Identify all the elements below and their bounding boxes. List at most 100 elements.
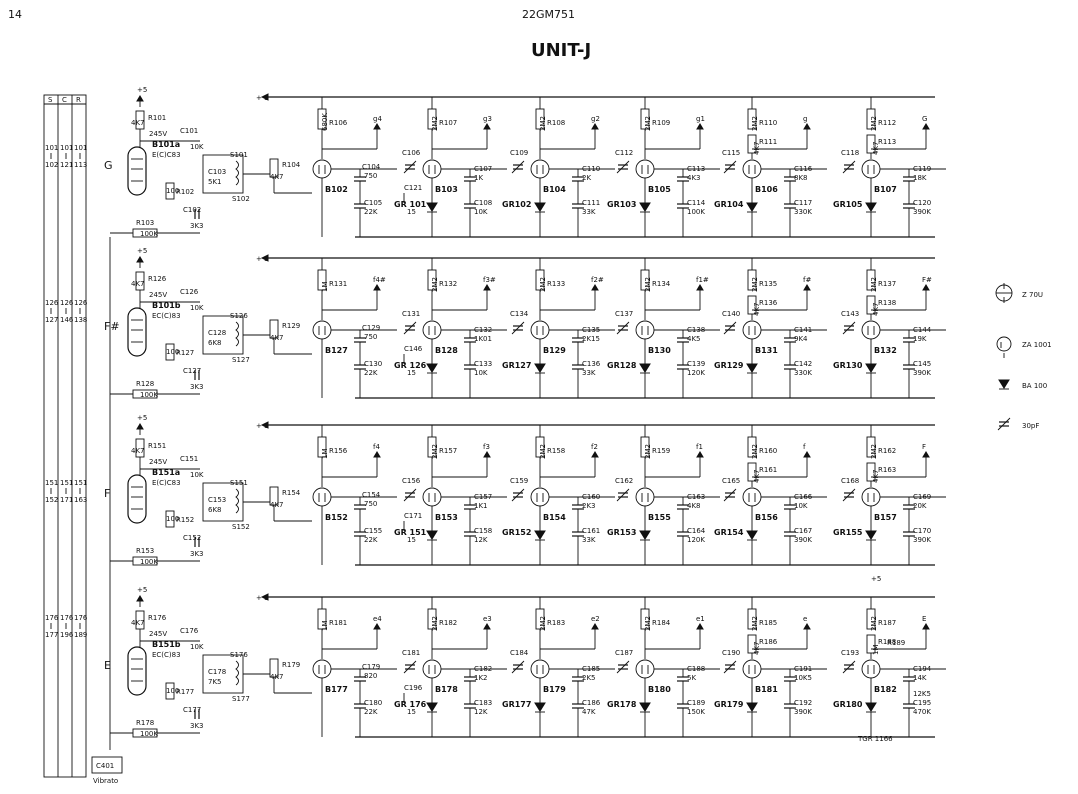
index-cell: 101 bbox=[60, 144, 73, 152]
part-label: C156 bbox=[402, 477, 421, 485]
part-value: 390K bbox=[794, 708, 812, 716]
part-value: 4K7 bbox=[131, 280, 145, 288]
inductor bbox=[235, 160, 239, 186]
output-arrow bbox=[803, 623, 811, 649]
part-label: C104 bbox=[362, 163, 381, 171]
part-label: C160 bbox=[582, 493, 600, 501]
output-label: g4 bbox=[373, 115, 382, 123]
vacuum-tube bbox=[127, 646, 147, 696]
part-value: 33K bbox=[582, 536, 596, 544]
oscillator-row-2: +5R1514K7245VB151aE(C)C83FC15110KS151S15… bbox=[104, 414, 946, 566]
voltage-label: 245V bbox=[149, 630, 167, 638]
neon-lamp bbox=[742, 320, 762, 340]
index-cell: 163 bbox=[74, 496, 87, 504]
diode bbox=[534, 530, 546, 541]
tube-type: EC(C)83 bbox=[152, 651, 181, 659]
vacuum-tube bbox=[127, 146, 147, 196]
diode bbox=[639, 530, 651, 541]
part-label: R176 bbox=[148, 614, 167, 622]
part-label: C190 bbox=[722, 649, 740, 657]
divider-stage: R1102M2R1114K7B106gC115C1168K8C117330KGR… bbox=[714, 97, 827, 237]
diode bbox=[746, 530, 758, 541]
part-label: R177 bbox=[176, 688, 194, 696]
trimmer-capacitor bbox=[842, 321, 856, 335]
part-label: C103 bbox=[208, 168, 226, 176]
part-label: C138 bbox=[687, 326, 705, 334]
part-value: 47K bbox=[582, 708, 596, 716]
part-value: 12K bbox=[474, 536, 488, 544]
diode-label: GR104 bbox=[714, 200, 744, 209]
part-label: R107 bbox=[439, 119, 457, 127]
part-value: 3K3 bbox=[190, 722, 204, 730]
lamp-label: B131 bbox=[755, 346, 778, 355]
part-value: 2M2 bbox=[751, 116, 759, 131]
part-value: 4K7 bbox=[872, 142, 880, 156]
output-label: f# bbox=[803, 276, 811, 284]
neon-lamp-small-icon bbox=[996, 336, 1012, 358]
part-label: C128 bbox=[208, 329, 226, 337]
part-value: 820 bbox=[364, 672, 377, 680]
output-label: e1 bbox=[696, 615, 705, 623]
part-value: 150K bbox=[687, 708, 705, 716]
diode-label: GR153 bbox=[607, 528, 636, 537]
diode bbox=[746, 202, 758, 213]
index-cell: 189 bbox=[74, 631, 87, 639]
index-cell: 113 bbox=[74, 161, 87, 169]
output-arrow bbox=[922, 123, 930, 149]
output-arrow bbox=[483, 123, 491, 149]
part-label: C113 bbox=[687, 165, 705, 173]
part-value: 1K1 bbox=[474, 502, 488, 510]
part-label: C185 bbox=[582, 665, 600, 673]
legend-label-ba100: BA 100 bbox=[1022, 382, 1047, 390]
output-label: f bbox=[803, 443, 806, 451]
diode-label: GR103 bbox=[607, 200, 636, 209]
part-label: R188 bbox=[878, 638, 896, 646]
diode-label: GR 151 bbox=[394, 528, 427, 537]
diode-icon bbox=[998, 379, 1010, 390]
diode bbox=[534, 702, 546, 713]
output-label: f1 bbox=[696, 443, 703, 451]
output-label: G bbox=[922, 115, 927, 123]
index-cell: 146 bbox=[60, 316, 74, 324]
part-value: 3K3 bbox=[190, 550, 204, 558]
lamp-label: B181 bbox=[755, 685, 778, 694]
inductor bbox=[235, 488, 239, 514]
diode-label: GR155 bbox=[833, 528, 863, 537]
output-arrow bbox=[136, 256, 144, 268]
part-label: R132 bbox=[439, 280, 457, 288]
part-value: 4K7 bbox=[131, 119, 145, 127]
part-label: C111 bbox=[582, 199, 600, 207]
diode-label: GR129 bbox=[714, 361, 744, 370]
part-label: R102 bbox=[176, 188, 194, 196]
part-label: C171 bbox=[404, 512, 422, 520]
resistor-R137 bbox=[866, 269, 876, 291]
trimmer-capacitor bbox=[511, 160, 525, 174]
part-value: 2M2 bbox=[539, 116, 547, 131]
part-label: R163 bbox=[878, 466, 896, 474]
diode-label: GR105 bbox=[833, 200, 863, 209]
part-label: C102 bbox=[183, 206, 201, 214]
oscillator-row-0: +5R1014K7245VB101aE(C)C83GC10110KS101S10… bbox=[104, 86, 946, 238]
part-label: C168 bbox=[841, 477, 859, 485]
part-label: S152 bbox=[232, 523, 250, 531]
part-value: 4K7 bbox=[872, 470, 880, 484]
output-arrow bbox=[373, 451, 381, 477]
part-value: 2M2 bbox=[644, 444, 652, 459]
part-value: 2M2 bbox=[644, 116, 652, 131]
part-label: R101 bbox=[148, 114, 166, 122]
resistor-R162 bbox=[866, 436, 876, 458]
part-label: R106 bbox=[329, 119, 348, 127]
part-label: S126 bbox=[230, 312, 248, 320]
part-value: 4K8 bbox=[687, 502, 701, 510]
part-value: 100 bbox=[166, 687, 179, 695]
output-label: g bbox=[803, 115, 807, 123]
part-label: C195 bbox=[913, 699, 931, 707]
tube-type: E(C)C83 bbox=[152, 151, 181, 159]
part-value: 2K5 bbox=[582, 674, 596, 682]
tube-label: B151b bbox=[152, 640, 181, 649]
part-label: R128 bbox=[136, 380, 154, 388]
output-arrow bbox=[803, 123, 811, 149]
neon-lamp bbox=[861, 659, 881, 679]
lamp-label: B102 bbox=[325, 185, 348, 194]
